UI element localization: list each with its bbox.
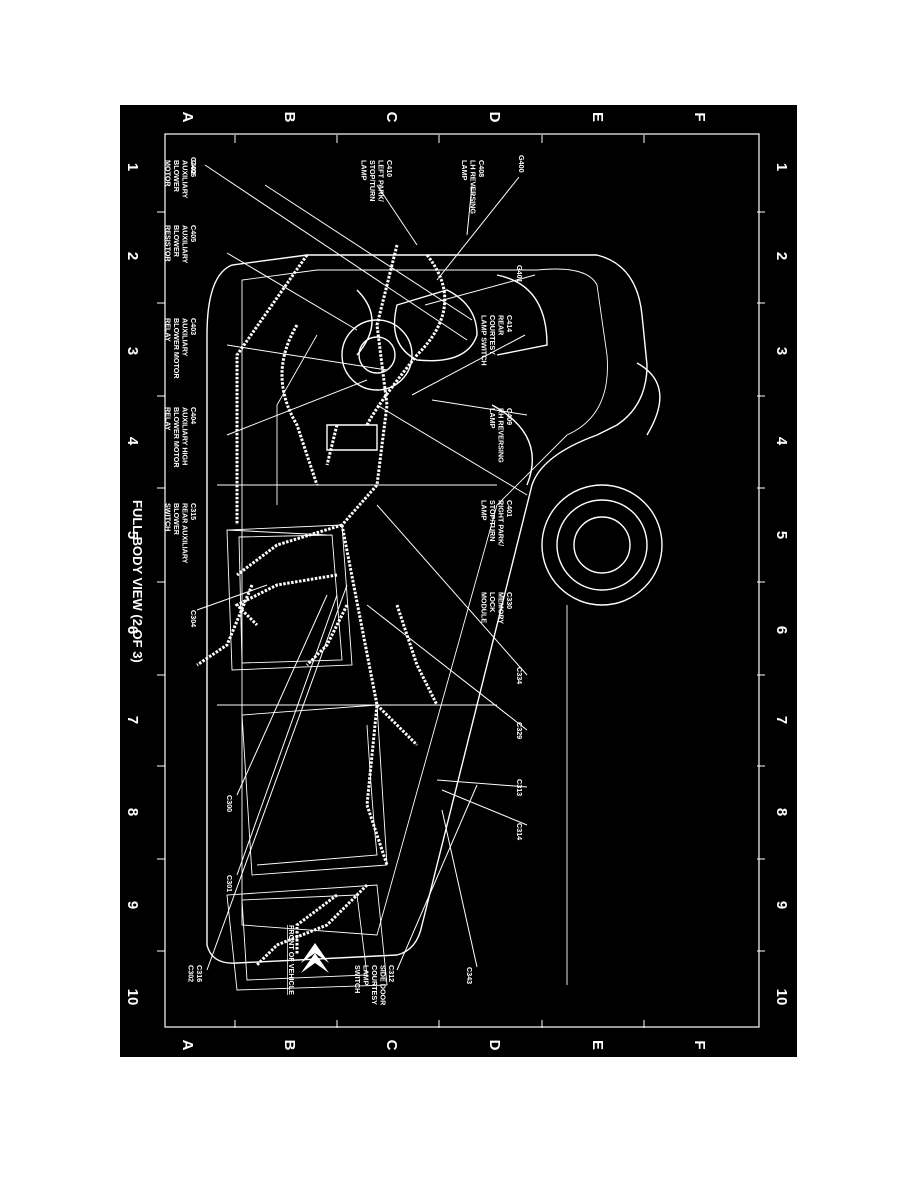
callout-g400: G400 [517,155,526,173]
callout-c414: C414 REAR COURTESY LAMP SWITCH [480,315,515,366]
col-label-4-top: 4 [773,437,790,446]
col-label-1-top: 1 [773,163,790,171]
leader-g401 [424,274,536,306]
front-of-vehicle-marker: FRONT OF VEHICLE [287,925,329,995]
leader-lines [196,164,536,971]
callout-c315: C315 REAR AUXILIARY BLOWER SWITCH [164,503,199,565]
callout-c300: C300 [225,795,234,812]
callout-c409: C409 RH REVERSING LAMP [488,408,514,465]
row-label-a-right: A [179,1040,196,1051]
col-label-10-top: 10 [773,989,790,1006]
leader-c304 [196,584,268,611]
col-label-4-bottom: 4 [124,437,141,446]
col-label-2-top: 2 [773,252,790,260]
col-label-6-top: 6 [773,626,790,634]
row-label-c-right: C [383,1040,400,1051]
callout-c404: C404 AUXILIARY HIGH BLOWER MOTOR RELAY [164,407,199,470]
callout-c343: C343 [465,967,474,984]
diagram-title: FULL BODY VIEW (2 OF 3) [130,500,145,663]
leader-c408 [466,184,473,236]
col-label-3-bottom: 3 [124,347,141,355]
callout-c408: C408 LH REVERSING LAMP [460,160,486,216]
callout-c406: C406 AUXILIARY BLOWER MOTOR [164,160,199,200]
leader-c316 [206,584,348,971]
leader-c313 [436,779,528,788]
row-label-b-right: B [281,1040,298,1051]
callout-c314: C314 [515,823,524,840]
diagram-background [120,105,797,1057]
col-label-9-bottom: 9 [124,901,141,909]
leader-c334 [376,504,528,676]
leader-c404 [226,379,368,436]
col-label-7-bottom: 7 [124,716,141,724]
leader-c410 [376,184,418,246]
leader-g400 [436,176,520,281]
leader-c300 [236,594,328,796]
grid-ticks [157,135,765,1028]
leader-c329 [366,604,528,731]
col-label-8-bottom: 8 [124,808,141,816]
row-label-e-left: E [589,112,606,122]
leader-c301 [236,594,338,876]
col-label-10-bottom: 10 [124,989,141,1006]
row-label-b-left: B [281,112,298,123]
row-label-e-right: E [589,1040,606,1050]
callout-c334: C334 [515,667,524,684]
leader-c409 [431,399,528,416]
col-label-3-top: 3 [773,347,790,355]
column-labels: 1 2 3 4 5 6 7 8 9 10 1 2 3 4 5 6 7 8 9 1… [124,163,790,1006]
callout-g401: G401 [515,265,524,283]
leader-c343 [441,809,478,968]
callout-c304: C304 [189,610,198,627]
row-label-d-right: D [486,1040,503,1051]
leader-c403 [226,344,388,371]
row-label-a-left: A [179,112,196,123]
callout-c402: C402 [189,157,198,174]
callout-c330: C330 MEMORY LOCK MODULE [480,592,515,626]
callout-c316: C316 C302 [187,965,205,984]
callout-c313: C313 [515,779,524,796]
leader-c312 [396,784,478,971]
leader-c401 [376,404,528,496]
callout-c329: C329 [515,722,524,739]
col-label-6-bottom: 6 [124,626,141,634]
callout-c410: C410 LEFT PARK/ STOP/TURN LAMP [360,160,395,204]
row-label-d-left: D [486,112,503,123]
row-labels: A B C D E F A B C D E F [179,112,708,1051]
col-label-9-top: 9 [773,901,790,909]
col-label-8-top: 8 [773,808,790,816]
row-label-c-left: C [383,112,400,123]
col-label-2-bottom: 2 [124,252,141,260]
grid-frame [164,133,760,1028]
callout-c405: C405 AUXILIARY BLOWER RESISTOR [164,225,199,265]
callout-c401: C401 RIGHT PARK/ STOP/TURN LAMP [480,500,515,548]
leader-c315 [226,529,328,536]
col-label-1-bottom: 1 [124,163,141,171]
wiring-diagram: 1 2 3 4 5 6 7 8 9 10 1 2 3 4 5 6 7 8 9 1… [120,105,797,1057]
leader-c405 [226,252,358,331]
col-label-5-top: 5 [773,531,790,539]
leader-c402 [204,164,468,341]
callout-c403: C403 AUXILIARY BLOWER MOTOR RELAY [164,318,199,381]
col-label-7-top: 7 [773,716,790,724]
leader-c406 [264,184,473,321]
callout-c301: C301 [225,875,234,892]
callout-c312: C312 SIDE DOOR COURTESY LAMP SWITCH [353,965,396,1007]
front-of-vehicle-label: FRONT OF VEHICLE [287,925,296,995]
wiring-diagram-panel: 1 2 3 4 5 6 7 8 9 10 1 2 3 4 5 6 7 8 9 1… [120,105,797,1057]
leader-c314 [441,789,528,826]
callout-labels: C402 C406 AUXILIARY BLOWER MOTOR C410 LE… [164,155,527,1007]
front-arrow-icon [301,943,329,973]
row-label-f-right: F [691,1040,708,1049]
wiring-harness [196,244,447,967]
row-label-f-left: F [691,112,708,121]
col-label-5-bottom: 5 [124,531,141,539]
leader-c414 [411,334,526,396]
